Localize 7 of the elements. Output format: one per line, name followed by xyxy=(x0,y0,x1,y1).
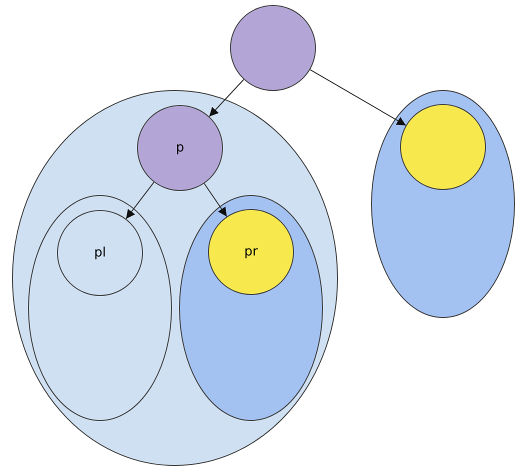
arrow xyxy=(310,69,406,126)
node-label: pl xyxy=(94,246,106,260)
node-label: p xyxy=(176,140,184,156)
arrow xyxy=(204,183,228,217)
arrow xyxy=(208,79,244,117)
arrow xyxy=(126,182,154,220)
node-label: pr xyxy=(244,244,258,260)
